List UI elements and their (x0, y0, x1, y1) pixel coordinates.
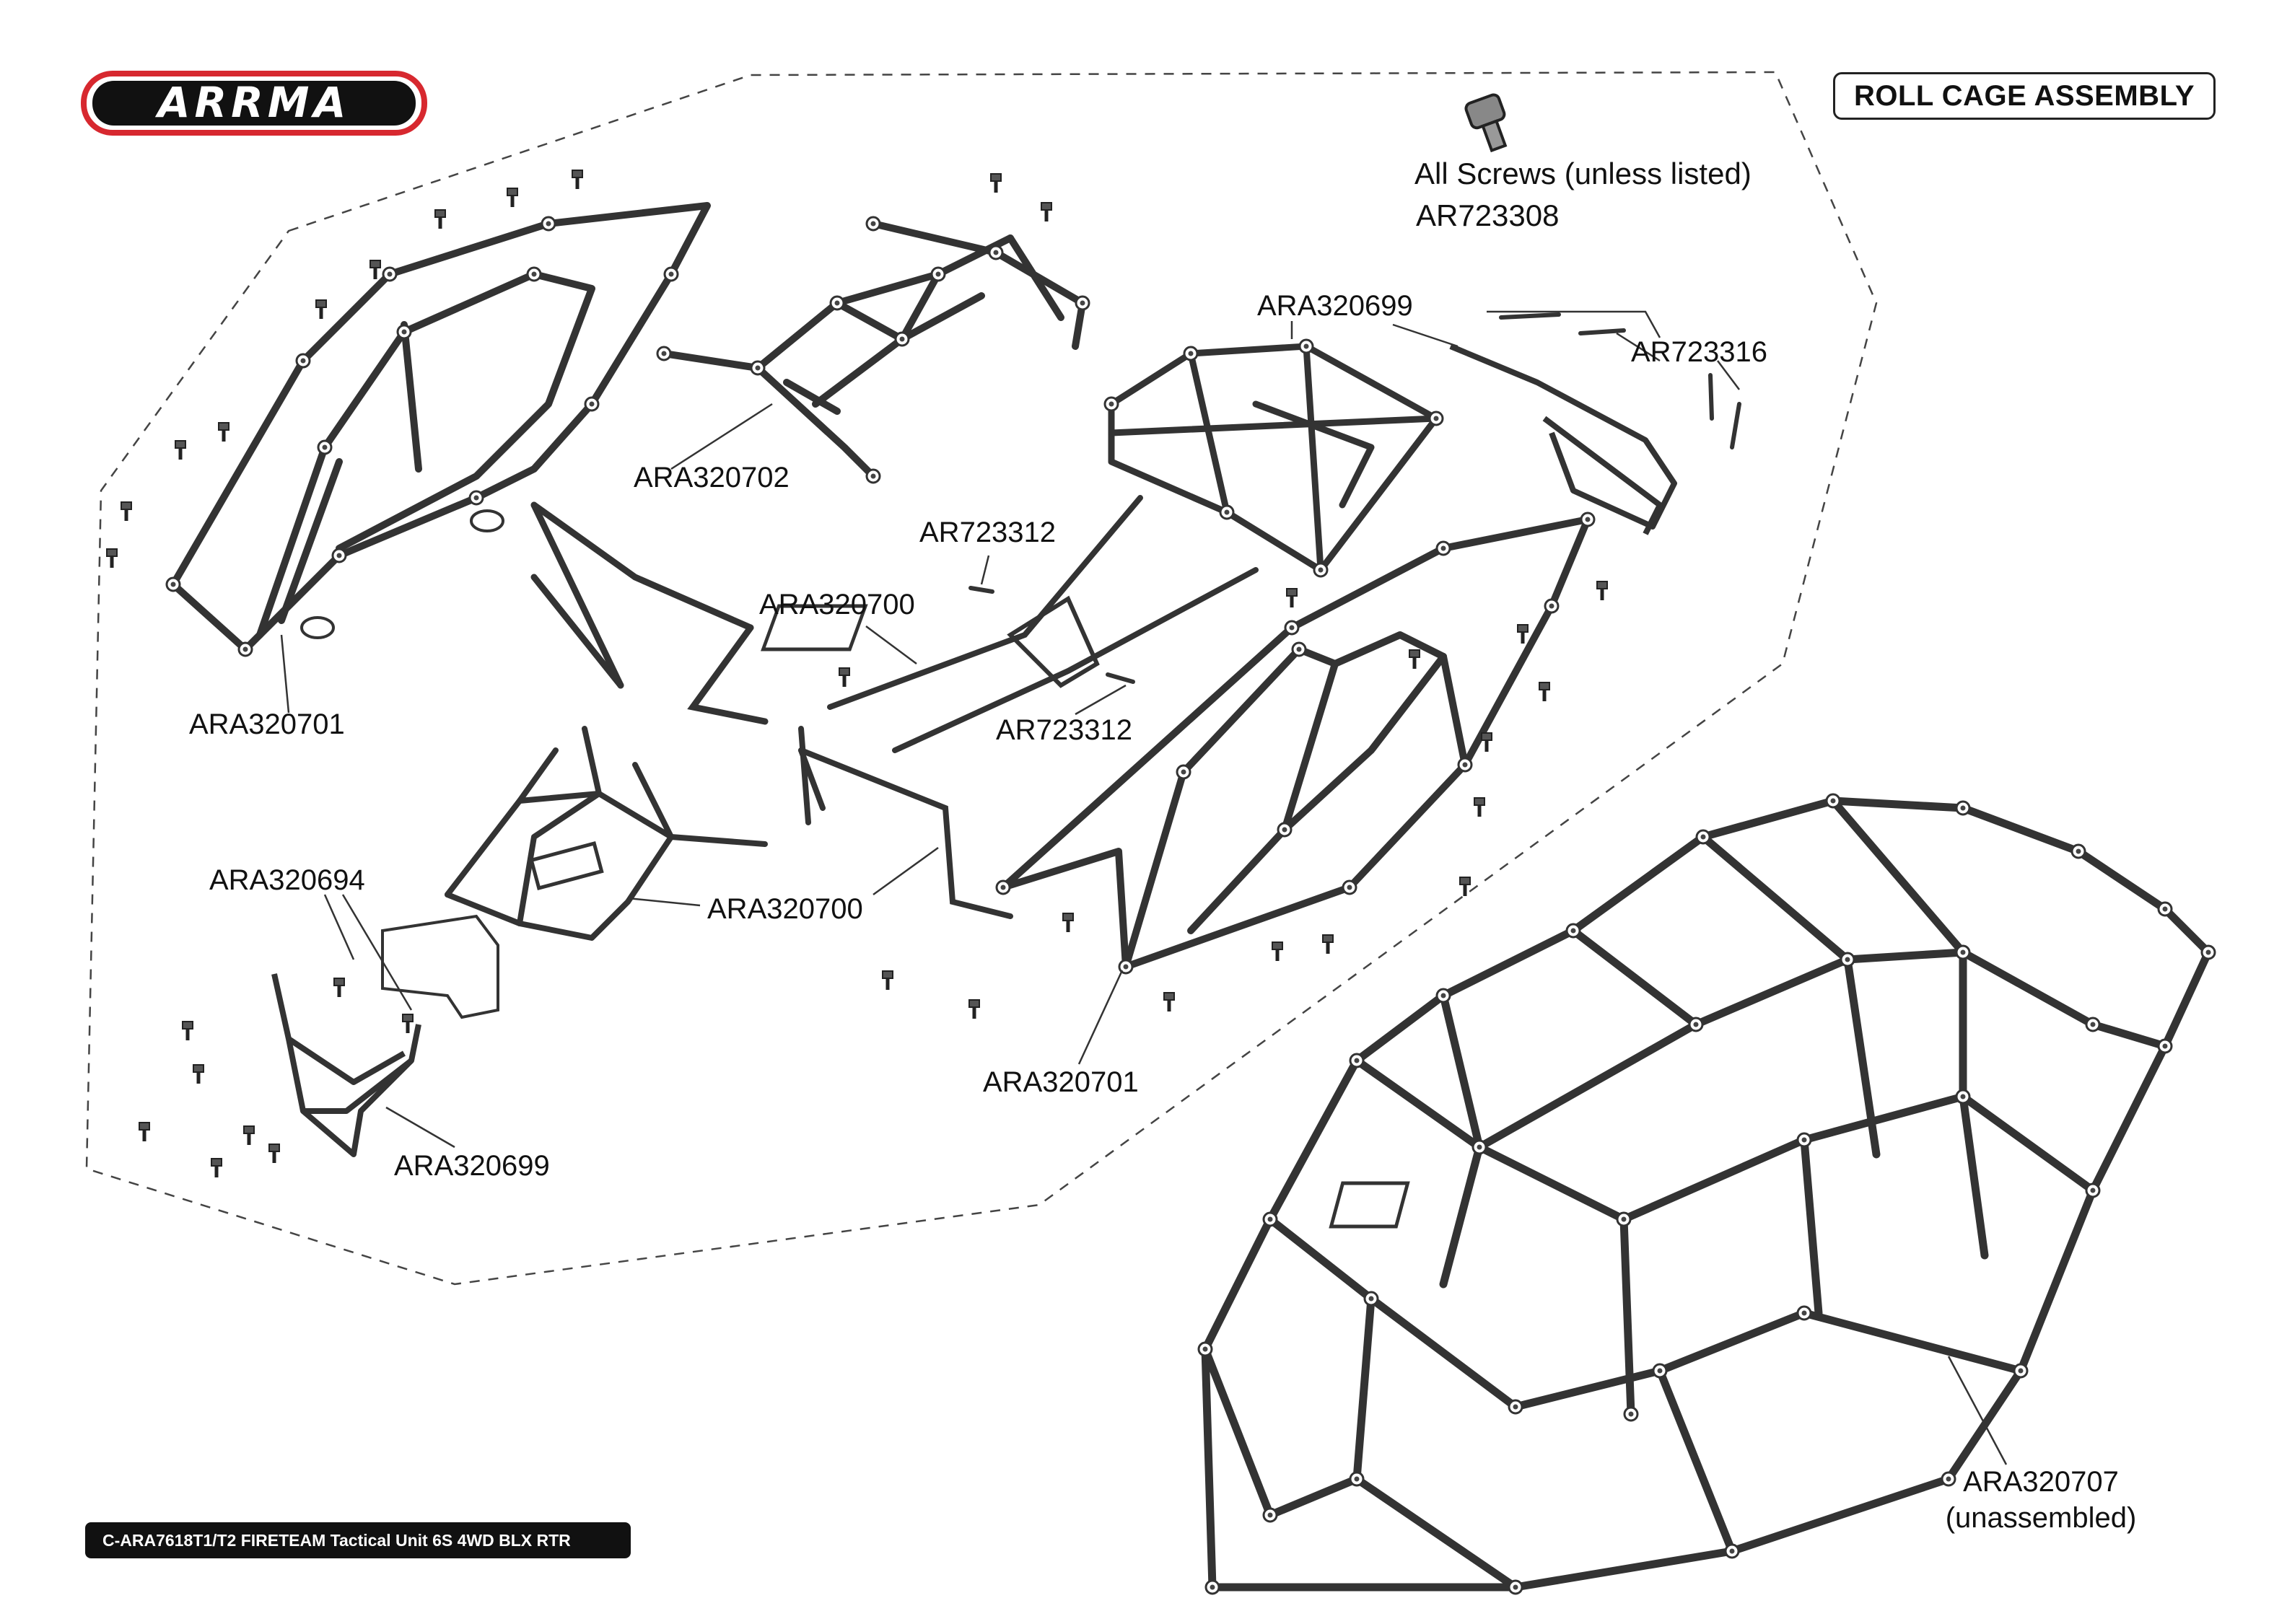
screw-note-line1: All Screws (unless listed) (1414, 157, 1752, 190)
logo-text: ARRMA (155, 78, 351, 127)
page-title: ROLL CAGE ASSEMBLY (1833, 72, 2216, 120)
assembly-group-outline (85, 71, 1878, 1286)
callout-ar723316: AR723316 (1631, 336, 1768, 368)
arrma-logo: ARRMA (81, 71, 427, 136)
callout-ara320699-bottom: ARA320699 (394, 1150, 550, 1182)
right-side-frame (1000, 516, 1591, 970)
screw-note-line2: AR723308 (1416, 198, 1560, 232)
callout-ara320707: ARA320707 (1963, 1466, 2119, 1498)
pins (968, 312, 1741, 684)
callout-ara320699-top: ARA320699 (1257, 290, 1413, 322)
rear-upper-frame (1108, 343, 1440, 574)
front-bumper-frame (271, 973, 421, 1157)
callout-ara320700-top: ARA320700 (759, 589, 915, 620)
callout-ar723312-bottom: AR723312 (996, 714, 1133, 746)
callout-ara320702: ARA320702 (634, 462, 790, 493)
left-side-frame-joints (165, 216, 679, 657)
roof-frame (660, 220, 1086, 480)
callout-ara320707-note: (unassembled) (1945, 1502, 2137, 1534)
callout-ara320701-bottom: ARA320701 (983, 1066, 1139, 1098)
screw-reference-icon (1464, 93, 1508, 153)
left-side-frame (170, 202, 711, 653)
front-hoop-frame (798, 726, 1013, 919)
rear-bumper-bracket (1449, 343, 1677, 535)
callout-ar723312-top: AR723312 (919, 517, 1057, 548)
callout-ara320701-left: ARA320701 (189, 708, 345, 740)
leader-lines (280, 310, 2008, 1465)
center-crossbar (827, 495, 1259, 753)
skid-plate (381, 914, 499, 1019)
model-footer: C-ARA7618T1/T2 FIRETEAM Tactical Unit 6S… (85, 1522, 631, 1558)
center-hoop-frame (530, 501, 769, 725)
front-lower-frame (445, 726, 768, 941)
callout-ara320700-bottom: ARA320700 (707, 893, 863, 925)
callout-ara320694: ARA320694 (209, 864, 365, 896)
